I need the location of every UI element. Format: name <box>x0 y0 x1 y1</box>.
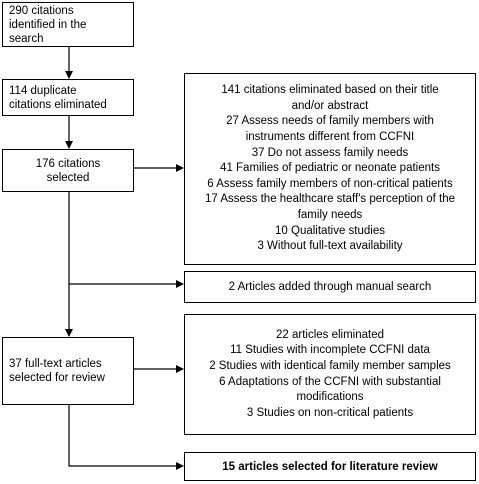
box-line: 290 citations <box>9 4 74 17</box>
box-line: 22 articles eliminated <box>275 328 385 341</box>
box-eliminated-full-text: 22 articles eliminated 11 Studies with i… <box>184 314 476 435</box>
box-line: 10 Qualitative studies <box>275 224 385 237</box>
box-line: 41 Families of pediatric or neonate pati… <box>220 162 440 175</box>
box-line: 37 full-text articles <box>9 358 102 370</box>
box-line: 3 Without full-text availability <box>257 240 403 253</box>
arrow-fulltext-to-final <box>68 405 184 470</box>
box-full-text: 37 full-text articles selected for revie… <box>2 337 134 405</box>
box-selected: 176 citations selected <box>2 149 134 192</box>
box-line: 37 Do not assess family needs <box>251 146 409 159</box>
box-line: 6 Adaptations of the CCFNI with substant… <box>219 375 441 388</box>
box-line: search <box>9 32 44 45</box>
box-line: 176 citations <box>35 157 101 170</box>
box-line: 27 Assess needs of family members with <box>226 115 434 128</box>
box-final-selection: 15 articles selected for literature revi… <box>184 452 476 481</box>
box-line: 11 Studies with incomplete CCFNI data <box>230 344 430 357</box>
box-line: 17 Assess the healthcare staff's percept… <box>204 193 456 206</box>
box-line: 141 citations eliminated based on their … <box>221 84 439 97</box>
box-manual-search: 2 Articles added through manual search <box>184 271 476 303</box>
box-line: modifications <box>296 391 364 404</box>
box-line: selected <box>46 171 90 184</box>
box-duplicates: 114 duplicate citations eliminated <box>2 79 134 116</box>
box-citations-identified: 290 citations identified in the search <box>2 2 134 47</box>
box-line: 2 Articles added through manual search <box>228 281 432 293</box>
box-line: 3 Studies on non-critical patients <box>246 406 414 419</box>
box-line: instruments different from CCFNI <box>245 131 415 144</box>
box-line: identified in the <box>9 18 87 31</box>
box-line: 15 articles selected for literature revi… <box>222 460 438 473</box>
box-line: 6 Assess family members of non-critical … <box>207 177 453 190</box>
box-line: family needs <box>297 208 363 221</box>
box-line: citations eliminated <box>9 98 107 111</box>
box-line: and/or abstract <box>291 99 369 112</box>
box-eliminated-title-abstract: 141 citations eliminated based on their … <box>184 73 476 265</box>
box-line: 114 duplicate <box>9 84 77 97</box>
box-line: selected for review <box>9 372 105 384</box>
box-line: 2 Studies with identical family member s… <box>209 359 451 372</box>
